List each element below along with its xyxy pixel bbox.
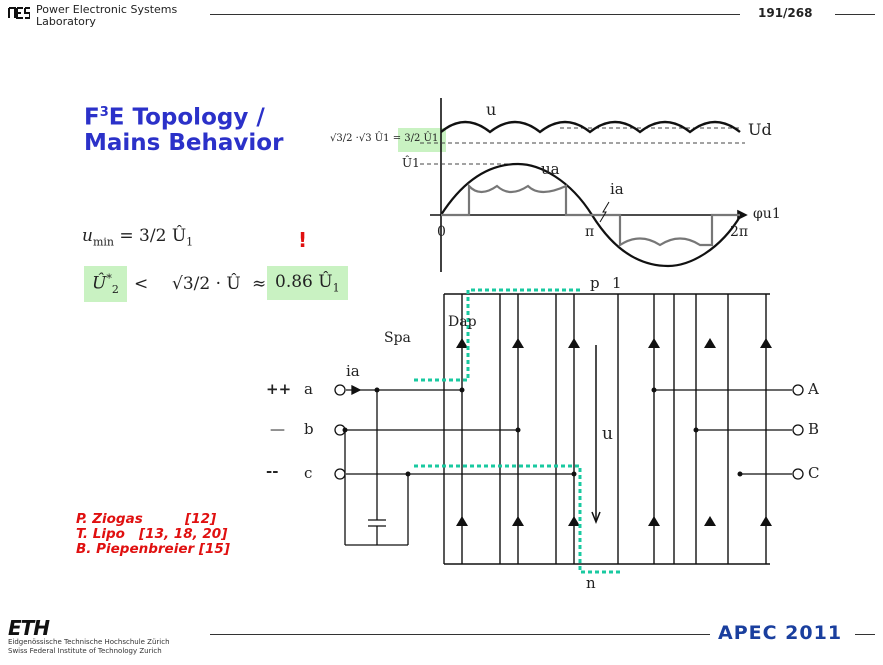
dc-voltage-u: u [602, 424, 613, 444]
ud-label: Ud [748, 120, 772, 139]
slide-title: F3E Topology / Mains Behavior [84, 104, 284, 156]
phi-label: φu1 [753, 206, 781, 222]
lab-name: Power Electronic Systems Laboratory [36, 3, 178, 28]
diodes [456, 338, 772, 526]
ylabel-top: √3/2 ·√3 Û1 = 3/2 Û1 [330, 133, 439, 144]
node-1: 1 [612, 274, 622, 292]
ylabel-u1: Û1 [402, 156, 420, 170]
dc-rails [444, 293, 770, 565]
apec-logo: APEC 2011 [718, 622, 843, 644]
page-number: 191/268 [758, 6, 813, 20]
ia-circuit-label: ia [346, 362, 360, 380]
u-envelope [440, 120, 741, 134]
ua-label: ua [541, 160, 560, 178]
ia-marker [599, 201, 610, 223]
footer-rule-right [855, 634, 875, 635]
footer-rule [210, 634, 710, 635]
less-than: < [134, 274, 149, 294]
terminal-a: a [304, 380, 313, 398]
x-tick-pi: π [585, 224, 595, 240]
header-rule-right [835, 14, 875, 15]
phase-lines-left [334, 384, 574, 546]
umin-equation: umin = 3/2 Û1 [82, 226, 194, 249]
node-n: n [586, 574, 596, 592]
header-rule [210, 14, 740, 15]
terminal-b: b [304, 420, 314, 438]
terminal-C: C [808, 464, 820, 482]
eth-logo: ETH [8, 616, 50, 640]
pes-logo [8, 7, 30, 19]
phase-c-sign: -- [266, 462, 279, 480]
u2-star-box: Û*2 [84, 266, 127, 303]
references: P. Ziogas [12] T. Lipo [13, 18, 20] B. P… [76, 511, 230, 557]
sqrt3-term: √3/2 · Û [172, 274, 241, 294]
ia-current [441, 183, 740, 248]
result-box: 0.86 Û1 [267, 266, 348, 301]
x-tick-0: 0 [437, 224, 446, 240]
phase-a-sign: ++ [266, 380, 292, 398]
dashed-levels [420, 127, 745, 165]
x-tick-2pi: 2π [730, 224, 749, 240]
phase-b-sign: — [270, 420, 285, 438]
terminal-c: c [304, 464, 313, 482]
phase-lines-right [654, 384, 804, 480]
diode-dap-label: Dap [448, 314, 477, 330]
terminal-B: B [808, 420, 820, 438]
u-label: u [486, 100, 497, 119]
switch-spa-label: Spa [384, 330, 411, 346]
current-path [414, 288, 620, 574]
ia-label: ia [610, 180, 624, 198]
approx-sign: ≈ [252, 274, 267, 294]
node-p: p [590, 274, 600, 292]
warning-mark: ! [298, 228, 308, 252]
nodes [342, 387, 743, 477]
eth-name: Eidgenössische Technische Hochschule Zür… [8, 638, 170, 655]
ylabel-highlight [398, 128, 446, 152]
terminal-A: A [808, 380, 819, 398]
